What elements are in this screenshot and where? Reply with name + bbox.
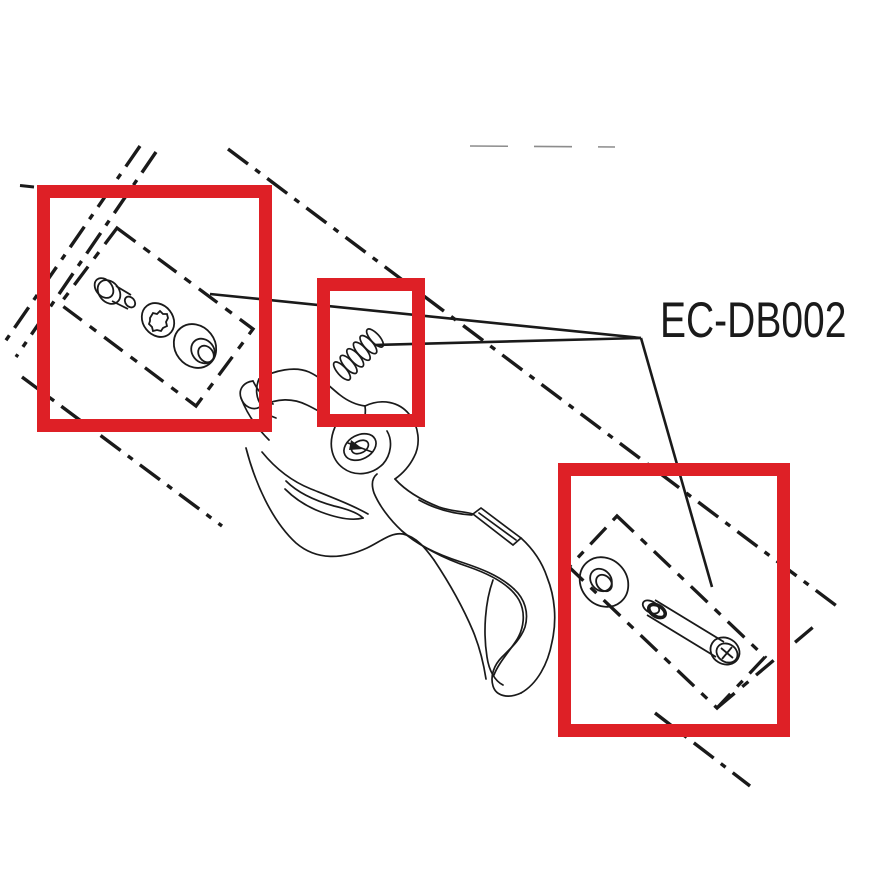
flat-washer-part	[578, 556, 630, 608]
axis-line-lower-right	[653, 711, 752, 788]
highlight-boxes	[37, 185, 790, 737]
clamp-screw-part	[93, 277, 137, 310]
lower-right-parts-tray	[566, 513, 820, 711]
pivot-hole	[343, 432, 377, 462]
flanged-grommet-part	[172, 323, 218, 369]
faint-top-dashes	[469, 145, 616, 148]
pivot-pin-bolt-part	[641, 599, 741, 666]
dashed-parallelogram	[57, 225, 256, 409]
corner-tick	[19, 184, 35, 189]
dashed-parallelogram	[566, 513, 768, 711]
phillips-cross	[720, 646, 734, 660]
upper-left-parts-tray	[57, 225, 256, 409]
label-leader-lines	[209, 292, 714, 588]
leader-to-screw-group	[209, 292, 642, 340]
torx-washer-part	[140, 302, 176, 338]
leader-to-pin-group	[639, 337, 714, 588]
coil-spring-part	[332, 328, 385, 381]
axis-line-main-diagonal	[226, 147, 840, 609]
highlight-box-upper-left	[37, 185, 272, 432]
highlight-box-lower-right	[558, 463, 790, 737]
axis-line-upper-left-a	[0, 145, 142, 347]
highlight-box-center	[317, 278, 425, 427]
dashed-edge-extension	[715, 621, 820, 710]
axis-line-lower-left	[20, 375, 224, 528]
part-number-label: EC-DB002	[660, 292, 847, 348]
